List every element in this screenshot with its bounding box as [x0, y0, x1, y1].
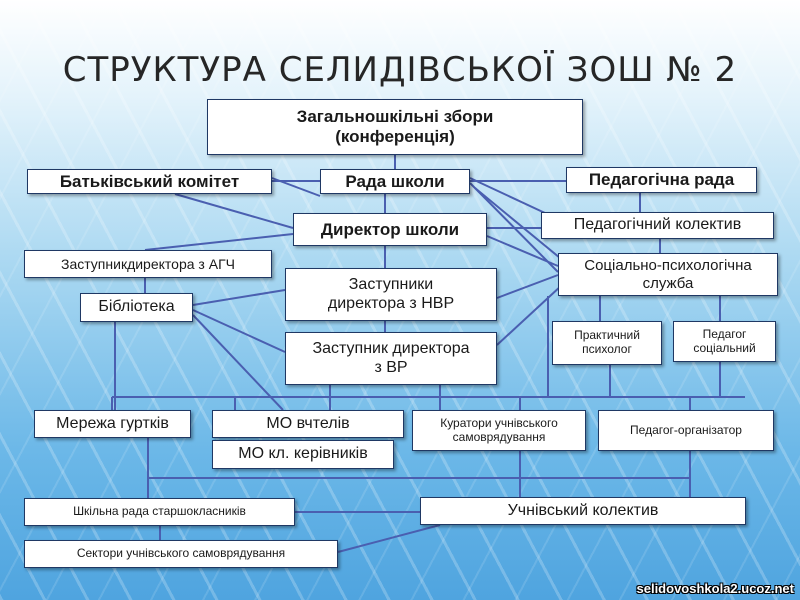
- node-practical-psychologist: Практичний психолог: [552, 321, 662, 365]
- connector: [271, 177, 321, 197]
- node-parents-committee: Батьківський комітет: [27, 169, 272, 194]
- node-social-psych-service: Соціально-психологічна служба: [558, 253, 778, 296]
- node-clubs-network: Мережа гуртків: [34, 410, 191, 438]
- node-deputy-vr: Заступник директора з ВР: [285, 332, 497, 385]
- node-senior-students-council: Шкільна рада старшокласників: [24, 498, 295, 526]
- connector: [144, 233, 294, 251]
- node-general-meeting: Загальношкільні збори (конференція): [207, 99, 583, 155]
- node-student-body: Учнівський колектив: [420, 497, 746, 525]
- node-school-council: Рада школи: [320, 169, 470, 194]
- connector: [474, 187, 561, 259]
- connector: [192, 309, 286, 353]
- connector: [192, 289, 286, 306]
- node-library: Бібліотека: [80, 293, 193, 322]
- node-deputies-nvr: Заступники директора з НВР: [285, 268, 497, 321]
- connector: [192, 314, 284, 411]
- node-self-government-sectors: Сектори учнівського самоврядування: [24, 540, 338, 568]
- node-teachers-association: МО вчтелів: [212, 410, 404, 438]
- connector: [337, 524, 441, 553]
- node-class-teachers-association: МО кл. керівників: [212, 440, 394, 469]
- node-deputy-admin: Заступникдиректора з АГЧ: [24, 250, 272, 278]
- page-title: СТРУКТУРА СЕЛИДІВСЬКОЇ ЗОШ № 2: [62, 50, 738, 90]
- connector: [174, 193, 294, 229]
- connector: [486, 235, 559, 267]
- connector: [469, 177, 546, 214]
- watermark-url: selidovoshkola2.ucoz.net: [636, 581, 795, 596]
- node-pedagogue-organizer: Педагог-організатор: [598, 410, 774, 451]
- connector: [496, 284, 563, 346]
- node-social-pedagogue: Педагог соціальний: [673, 321, 776, 362]
- connector-group: [111, 155, 745, 553]
- connector: [496, 274, 559, 299]
- node-self-government-curators: Куратори учнівського самоврядування: [412, 410, 586, 451]
- node-pedagogical-council: Педагогічна рада: [566, 167, 757, 193]
- node-teaching-staff: Педагогічний колектив: [541, 212, 774, 239]
- node-director: Директор школи: [293, 213, 487, 246]
